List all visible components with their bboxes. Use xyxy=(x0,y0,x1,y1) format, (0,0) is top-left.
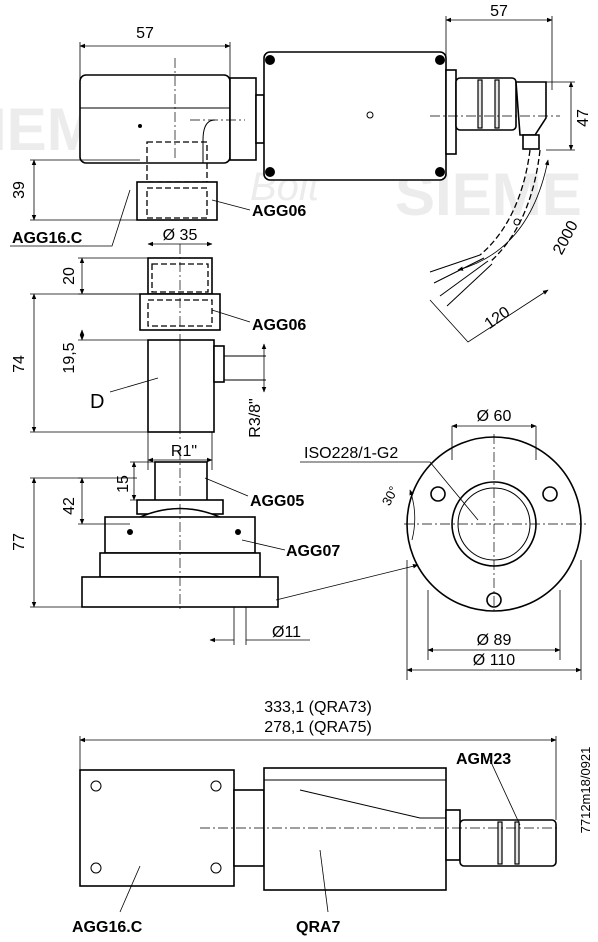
label-iso: ISO228/1-G2 xyxy=(304,445,398,462)
agg07-flange-side-view xyxy=(81,450,279,612)
dim-height-74: 74 xyxy=(11,355,28,373)
dim-height-39: 39 xyxy=(11,181,28,199)
label-agg16c-bottom: AGG16.C xyxy=(72,919,143,936)
dim-height-20: 20 xyxy=(61,267,78,285)
qra7-top-view xyxy=(263,51,560,307)
dim-length-qra73: 333,1 (QRA73) xyxy=(264,699,372,716)
dim-diameter-110: Ø 110 xyxy=(473,652,516,669)
dim-height-77: 77 xyxy=(11,533,28,551)
dim-height-19-5: 19,5 xyxy=(61,342,78,373)
dim-top-width-left: 57 xyxy=(136,25,154,42)
agg07-flange-front-view xyxy=(404,434,586,614)
dim-angle-30: 30° xyxy=(379,484,401,508)
dim-thread-r38: R3/8" xyxy=(247,398,264,437)
dim-length-qra75: 278,1 (QRA75) xyxy=(264,719,372,736)
dim-height-15: 15 xyxy=(115,475,132,493)
dim-diameter-60: Ø 60 xyxy=(477,408,512,425)
qra7-assembly-view xyxy=(79,767,560,891)
dim-cable-120: 120 xyxy=(482,304,514,333)
label-agg06-middle: AGG06 xyxy=(252,317,306,334)
label-qra7: QRA7 xyxy=(296,919,341,936)
document-number: 7712m18/0921 xyxy=(578,747,593,834)
agg06-coupling-view xyxy=(139,244,266,440)
dim-diameter-11: Ø11 xyxy=(272,624,301,641)
label-agg16c-top: AGG16.C xyxy=(12,230,83,247)
label-agg05: AGG05 xyxy=(250,493,304,510)
dim-height-42: 42 xyxy=(61,497,78,515)
label-agg07: AGG07 xyxy=(286,543,340,560)
agg16c-housing-side-view xyxy=(79,58,265,221)
label-agm23: AGM23 xyxy=(456,751,511,768)
dimension-lines xyxy=(30,16,582,820)
label-agg06-top: AGG06 xyxy=(252,203,306,220)
dim-diameter-35: Ø 35 xyxy=(163,227,198,244)
label-d: D xyxy=(90,391,104,413)
dim-diameter-89: Ø 89 xyxy=(477,632,512,649)
part-labels: AGG06 AGG16.C AGG06 D AGG05 AGG07 ISO228… xyxy=(12,203,593,936)
leader-lines xyxy=(10,189,521,913)
dim-height-47: 47 xyxy=(575,109,592,127)
dimension-labels: 57 57 47 39 Ø 35 20 74 19,5 R3/8" R1" 15… xyxy=(11,3,592,736)
dim-thread-r1: R1" xyxy=(171,443,197,460)
dim-top-width-right: 57 xyxy=(490,3,508,20)
